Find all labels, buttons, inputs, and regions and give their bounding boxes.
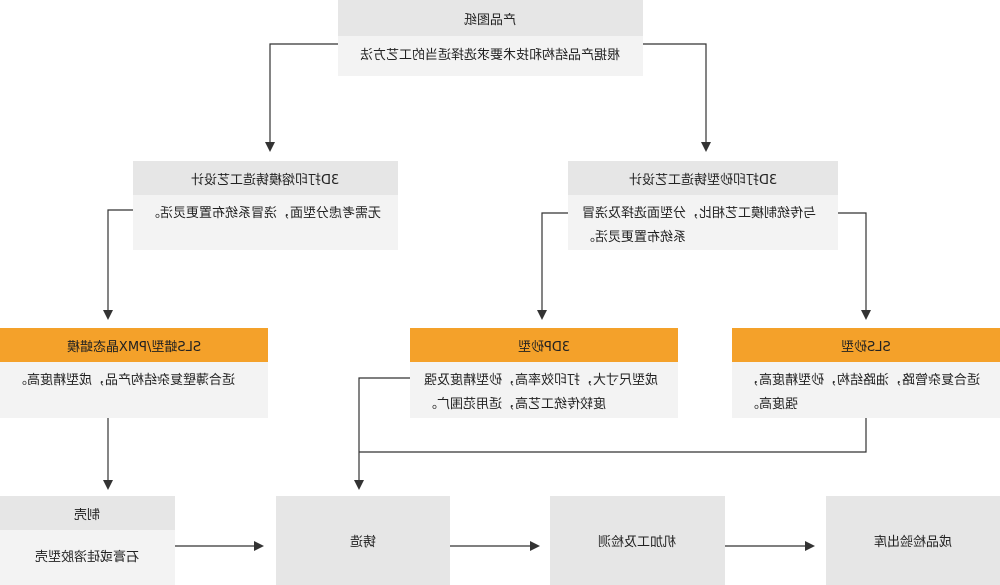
3dp-sand-desc: 成型尺寸大，打印效率高，砂型精度及强度较传统工艺高，适用范围广。: [410, 362, 678, 418]
sand-design-title-text: 3D打印砂型铸造工艺设计: [628, 172, 778, 188]
3dp-sand-desc-text: 成型尺寸大，打印效率高，砂型精度及强度较传统工艺高，适用范围广。: [424, 373, 659, 412]
arrow-top-to-right: [643, 43, 711, 152]
3dp-sand-title: 3DP砂型: [410, 328, 678, 362]
step-casting: 铸造: [276, 496, 450, 585]
arrow-right-to-3dp: [537, 212, 568, 320]
investment-design-desc-text: 无需考虑分型面，浇冒系统布置更灵活。: [147, 206, 382, 221]
sls-sand-desc: 适合复杂管路，油路结构，砂型精度高，强度高。: [732, 362, 1000, 418]
top-box-title-text: 产品图纸: [464, 12, 517, 28]
sand-design-title: 3D打印砂型铸造工艺设计: [568, 161, 838, 195]
arrow-right-to-sls-sand: [838, 212, 871, 320]
top-box-title: 产品图纸: [338, 0, 643, 36]
arrow-3dp-to-casting: [354, 377, 410, 490]
sand-design-desc-text: 与传统制模工艺相比，分型面选择及浇冒系统布置更灵活。: [582, 206, 817, 245]
line-sls-sand-to-merge: [359, 418, 867, 453]
sls-wax-title: SLS蜡型/PMX晶态蜡模: [0, 328, 268, 362]
shell-desc: 石膏或硅溶胶型壳: [0, 530, 175, 585]
sls-sand-desc-text: 适合复杂管路，油路结构，砂型精度高，强度高。: [746, 373, 981, 412]
sls-wax-desc-text: 适合薄壁复杂结构产品，成型精度高。: [14, 373, 236, 388]
step-final-inspection-label: 成品检验出库: [873, 535, 952, 550]
3dp-sand-title-text: 3DP砂型: [517, 339, 571, 355]
top-box-desc-text: 根据产品结构和技术要求选择适当的工艺方法: [360, 48, 621, 63]
step-machining: 机加工及检测: [550, 496, 725, 585]
sls-sand-title-text: SLS砂型: [841, 339, 891, 355]
sls-wax-desc: 适合薄壁复杂结构产品，成型精度高。: [0, 362, 268, 418]
shell-title-text: 制壳: [74, 507, 101, 523]
step-casting-label: 铸造: [349, 535, 376, 550]
step-final-inspection: 成品检验出库: [826, 496, 1000, 585]
arrow-left-to-sls-wax: [103, 209, 133, 320]
shell-title: 制壳: [0, 496, 175, 530]
top-box-desc: 根据产品结构和技术要求选择适当的工艺方法: [338, 36, 643, 76]
shell-desc-text: 石膏或硅溶胶型壳: [35, 549, 140, 565]
investment-design-title: 3D打印熔模铸造工艺设计: [133, 161, 398, 195]
sls-wax-title-text: SLS蜡型/PMX晶态蜡模: [66, 339, 202, 355]
step-machining-label: 机加工及检测: [598, 535, 677, 550]
sls-sand-title: SLS砂型: [732, 328, 1000, 362]
arrow-top-to-left: [265, 43, 338, 152]
investment-design-title-text: 3D打印熔模铸造工艺设计: [191, 172, 340, 188]
sand-design-desc: 与传统制模工艺相比，分型面选择及浇冒系统布置更灵活。: [568, 195, 838, 250]
investment-design-desc: 无需考虑分型面，浇冒系统布置更灵活。: [133, 195, 398, 250]
